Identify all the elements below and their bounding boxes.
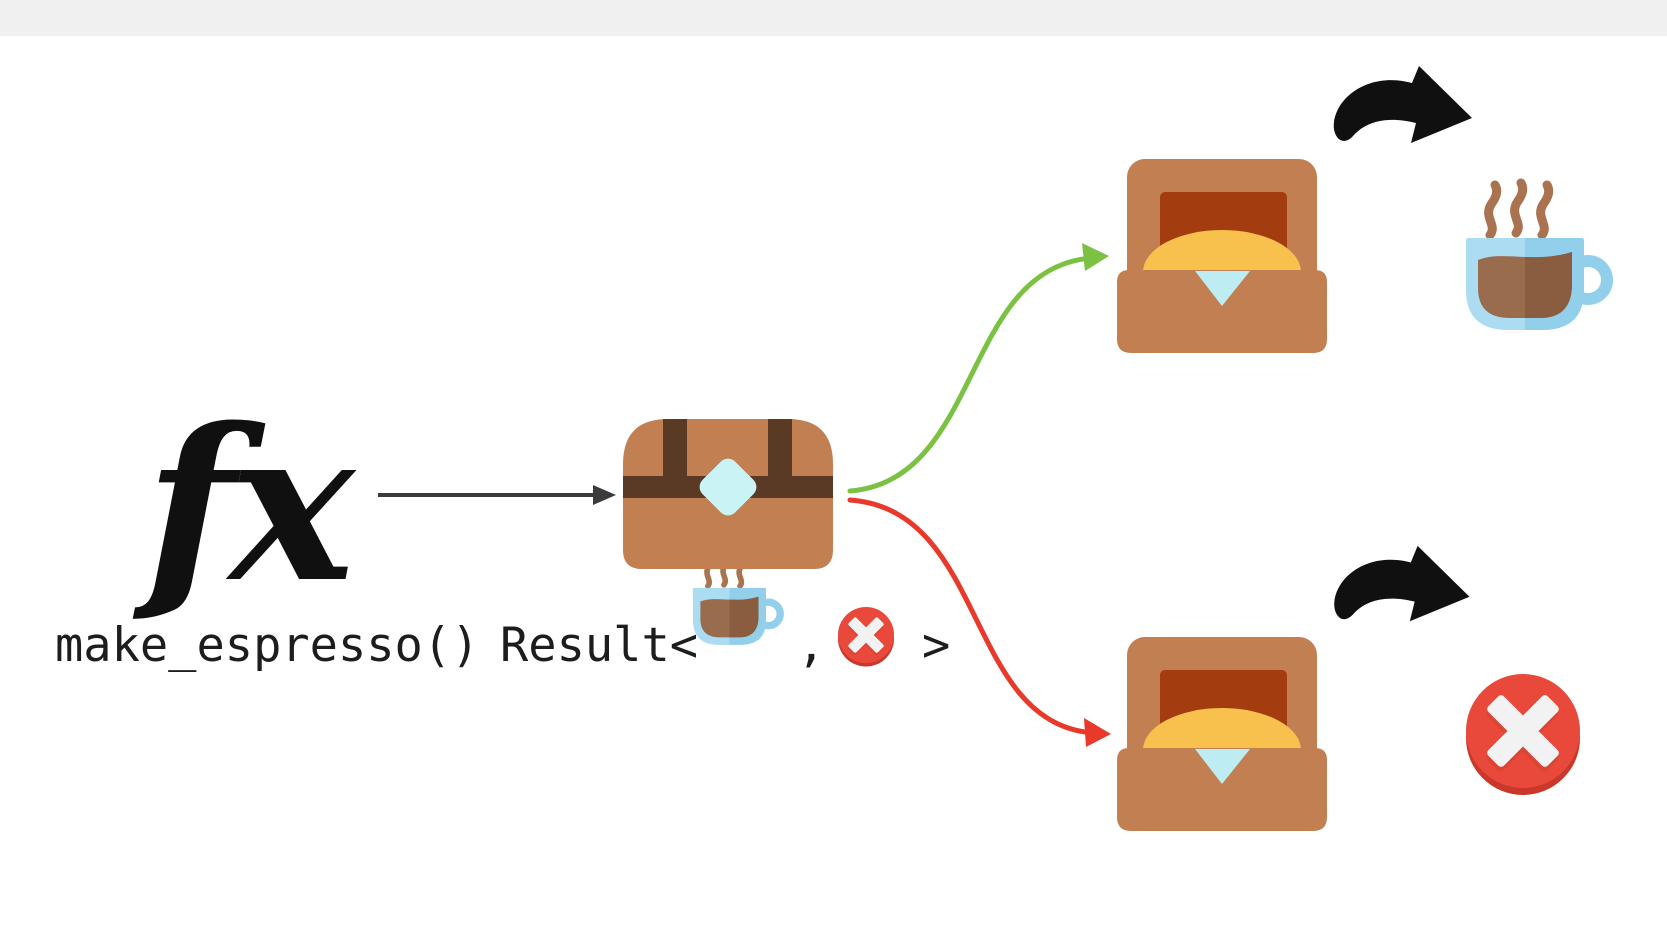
coffee-cup-icon-large bbox=[1458, 180, 1618, 335]
function-symbol: fx bbox=[145, 382, 355, 629]
result-type-prefix: Result< bbox=[500, 618, 699, 673]
err-branch-arrow bbox=[847, 497, 1111, 747]
top-gray-band bbox=[0, 0, 1667, 36]
swoosh-arrow-top-icon bbox=[1333, 66, 1472, 143]
open-box-err-icon bbox=[1117, 637, 1327, 831]
treasure-chest-icon bbox=[622, 418, 834, 570]
result-type-suffix: > bbox=[922, 618, 951, 673]
function-name-label: make_espresso() bbox=[55, 618, 480, 673]
result-type-comma: , bbox=[797, 618, 826, 673]
swoosh-arrow-bottom-icon bbox=[1334, 545, 1470, 622]
function-arrow bbox=[378, 485, 616, 505]
error-cross-icon-large bbox=[1460, 671, 1585, 796]
open-box-ok-icon bbox=[1117, 159, 1327, 353]
ok-branch-arrow bbox=[847, 243, 1109, 494]
